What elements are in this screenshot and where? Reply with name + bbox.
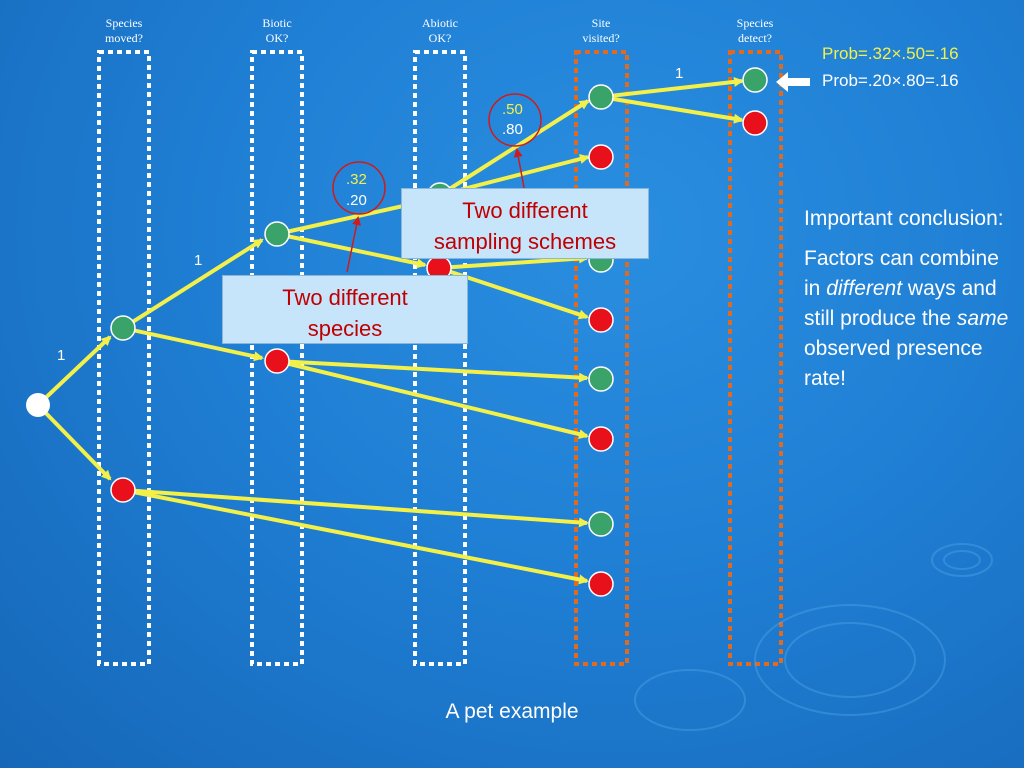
node-absent [110, 477, 136, 503]
edge [438, 253, 589, 270]
node-present [110, 315, 136, 341]
node-present [264, 221, 290, 247]
abiotic-prob-species1: .32 [346, 171, 367, 188]
ripple-decoration [943, 550, 981, 570]
edge [600, 95, 744, 124]
path-label: 1 [675, 65, 684, 82]
edge [276, 359, 589, 439]
ripple-decoration [634, 669, 746, 731]
visit-prob-scheme2: .80 [502, 121, 523, 138]
edge [121, 238, 264, 330]
conclusion-body: Factors can combine in different ways an… [804, 247, 1009, 390]
node-present [588, 366, 614, 392]
abiotic-prob-circle [332, 161, 386, 215]
visit-prob-circle [488, 93, 542, 147]
visit-prob-scheme1: .50 [502, 101, 523, 118]
edge [36, 335, 112, 407]
edge [276, 359, 589, 383]
edge [36, 403, 112, 481]
ripple-decoration [754, 604, 946, 716]
node-detected [742, 67, 768, 93]
highlight-arrow-icon [776, 72, 810, 92]
abiotic-prob-species2: .20 [346, 192, 367, 209]
column-box-species-moved [97, 50, 151, 666]
ripple-decoration [784, 622, 916, 698]
ripple-decoration [931, 543, 993, 577]
edge [438, 99, 590, 197]
node-absent [588, 307, 614, 333]
schemes-callout-pointer [513, 148, 526, 194]
node-present [588, 84, 614, 110]
column-box-site-visited [574, 50, 629, 666]
path-label: 1 [194, 252, 203, 269]
node-absent [588, 426, 614, 452]
column-box-species-detect [728, 50, 783, 666]
node-present [588, 511, 614, 537]
conclusion-text: Important conclusion: Factors can combin… [804, 204, 1019, 404]
path-label: 1 [57, 347, 66, 364]
species-callout-pointer [346, 216, 362, 273]
edge [122, 488, 589, 585]
node-absent [588, 144, 614, 170]
slide-footer: A pet example [445, 700, 579, 723]
edge [600, 76, 744, 99]
result-prob-2: Prob=.20×.80=.16 [822, 71, 959, 90]
result-prob-1: Prob=.32×.50=.16 [822, 44, 959, 63]
start-node [26, 393, 50, 417]
column-box-abiotic [413, 50, 467, 666]
node-not-detected [742, 110, 768, 136]
edge [122, 326, 264, 362]
column-box-biotic [250, 50, 304, 666]
node-absent [264, 348, 290, 374]
conclusion-heading: Important conclusion: [804, 207, 1004, 230]
node-absent [588, 571, 614, 597]
edge [122, 488, 589, 528]
